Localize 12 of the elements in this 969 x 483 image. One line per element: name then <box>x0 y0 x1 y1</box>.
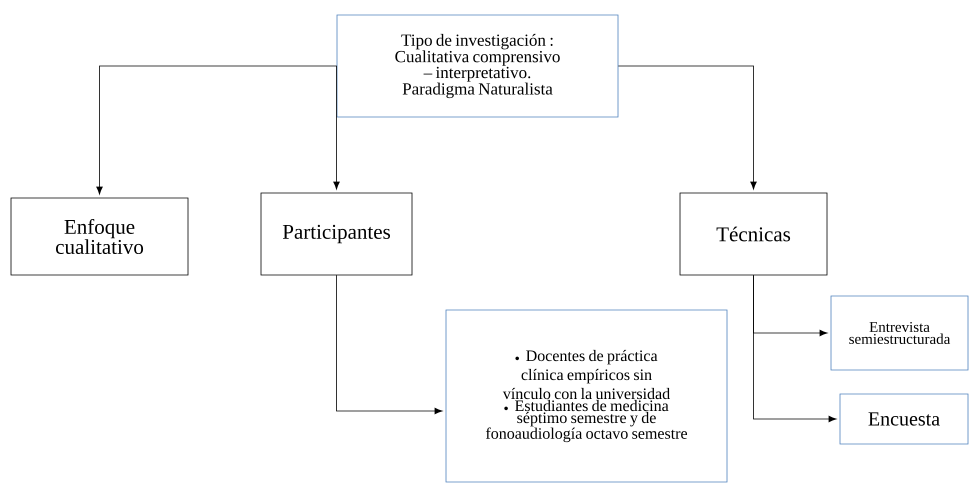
arrow <box>96 66 337 194</box>
text-box: Encuesta <box>840 394 968 444</box>
arrow <box>753 275 836 422</box>
text-box: Participantes <box>260 192 412 276</box>
arrow <box>618 66 757 190</box>
bullet-list-box: Docentes de práctica clínica empíricos sin vínculo con la universidad Estudiantes de medicina séptimo semestre y de fonoaudiología octavo semestre <box>446 310 728 482</box>
arrow <box>336 275 442 414</box>
text-box: Entrevista semiestructurada <box>830 296 968 370</box>
text-box: Técnicas <box>680 192 828 276</box>
arrow <box>333 66 340 190</box>
text-box: Enfoque cualitativo <box>10 198 188 276</box>
text-box: Tipo de investigación : Cualitativa comprensivo – interpretativo. Paradigma Naturalista <box>336 14 618 118</box>
